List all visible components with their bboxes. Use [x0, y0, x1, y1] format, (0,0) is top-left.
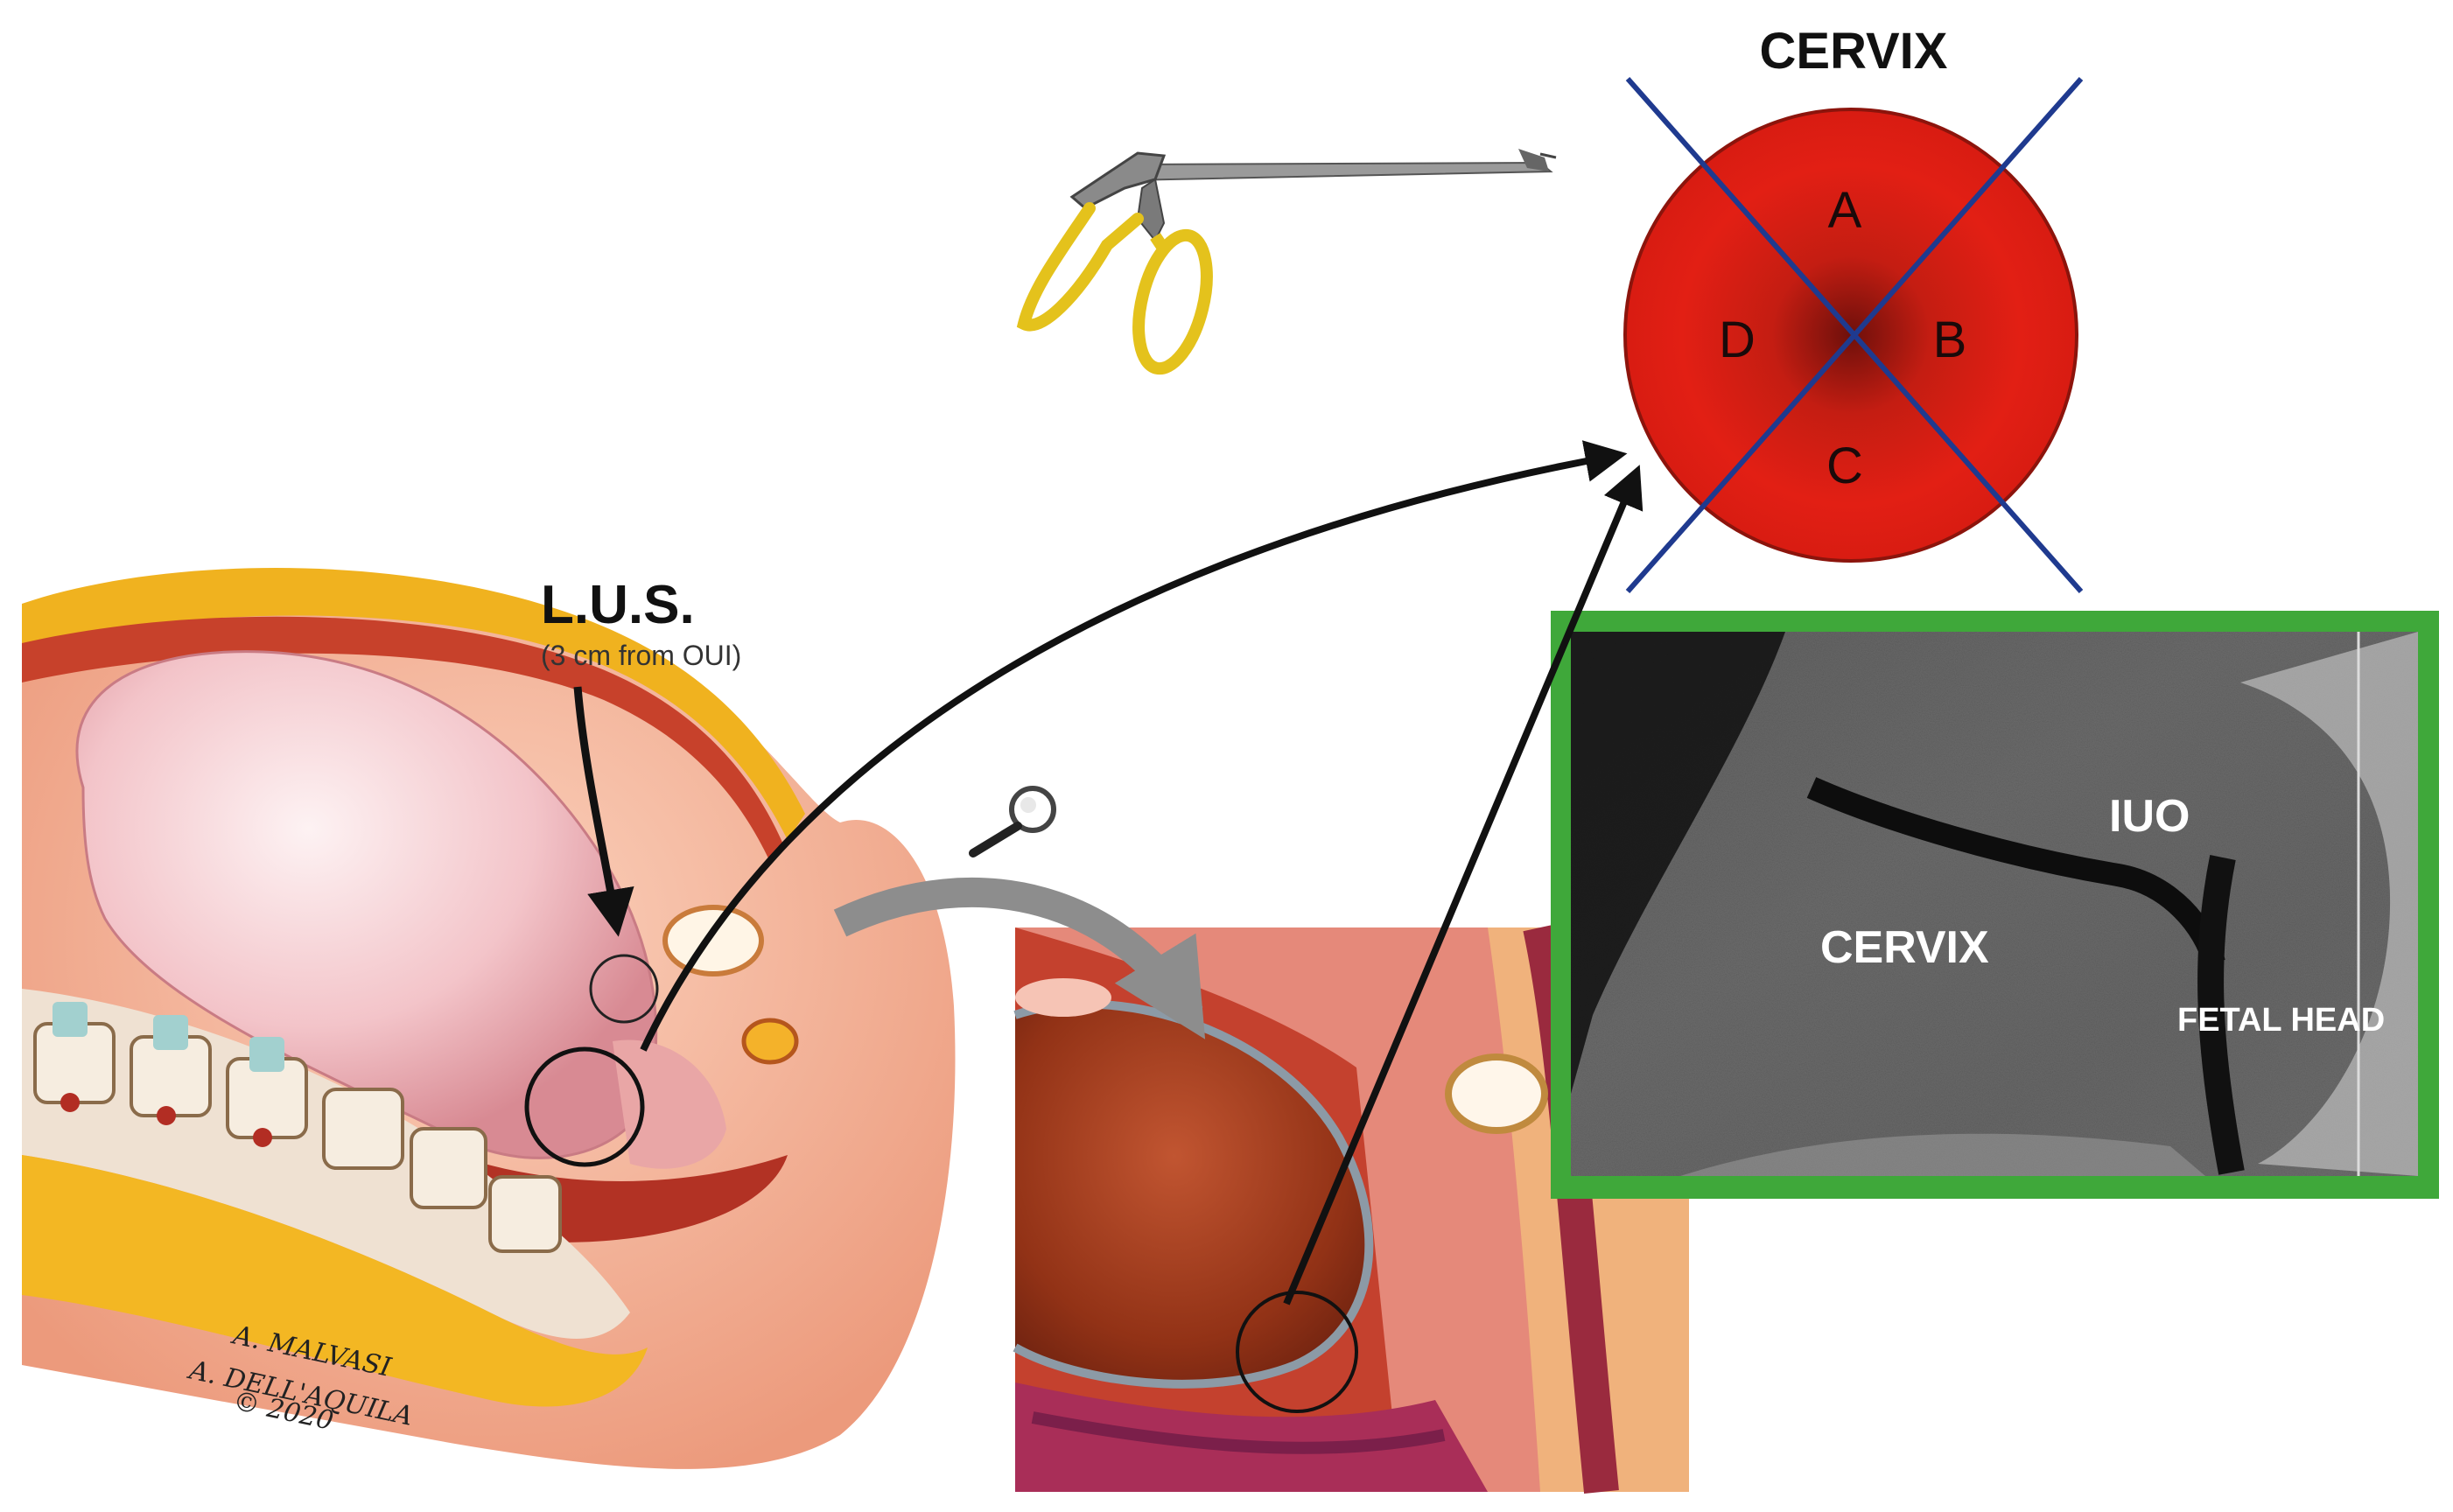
sagittal-anatomy-illustration: A. MALVASI A. DELL'AQUILA © 2020 — [22, 568, 956, 1469]
biopsy-forceps-icon — [1016, 149, 1557, 375]
lus-title: L.U.S. — [541, 575, 695, 635]
lus-pointer-arrow — [573, 686, 634, 937]
lus-small-circle — [589, 954, 659, 1024]
quadrant-label-c: C — [1826, 438, 1863, 494]
ultrasound-panel: IUO CERVIX FETAL HEAD — [1551, 611, 2439, 1199]
quadrant-label-a: A — [1828, 182, 1862, 239]
zoom-arrow — [833, 877, 1206, 1040]
cervix-diagram-title: CERVIX — [1760, 23, 1948, 80]
us-label-fetal-head: FETAL HEAD — [2177, 1002, 2385, 1039]
cervix-quadrant-diagram: CERVIX A B C D — [1623, 23, 2084, 593]
lus-subtitle: (3 cm from OUI) — [541, 640, 741, 671]
us-label-iuo: IUO — [2109, 791, 2190, 842]
inset-cervix-circle — [1236, 1291, 1358, 1413]
magnifier-icon — [969, 786, 1056, 858]
lus-to-cervix-arrow — [640, 440, 1628, 1052]
inset-to-cervix-arrow — [1283, 465, 1644, 1306]
lus-large-circle — [524, 1046, 645, 1167]
quadrant-line-2 — [1625, 77, 2084, 593]
us-label-cervix: CERVIX — [1820, 922, 1989, 973]
quadrant-label-d: D — [1719, 312, 1756, 368]
quadrant-label-b: B — [1933, 312, 1967, 368]
